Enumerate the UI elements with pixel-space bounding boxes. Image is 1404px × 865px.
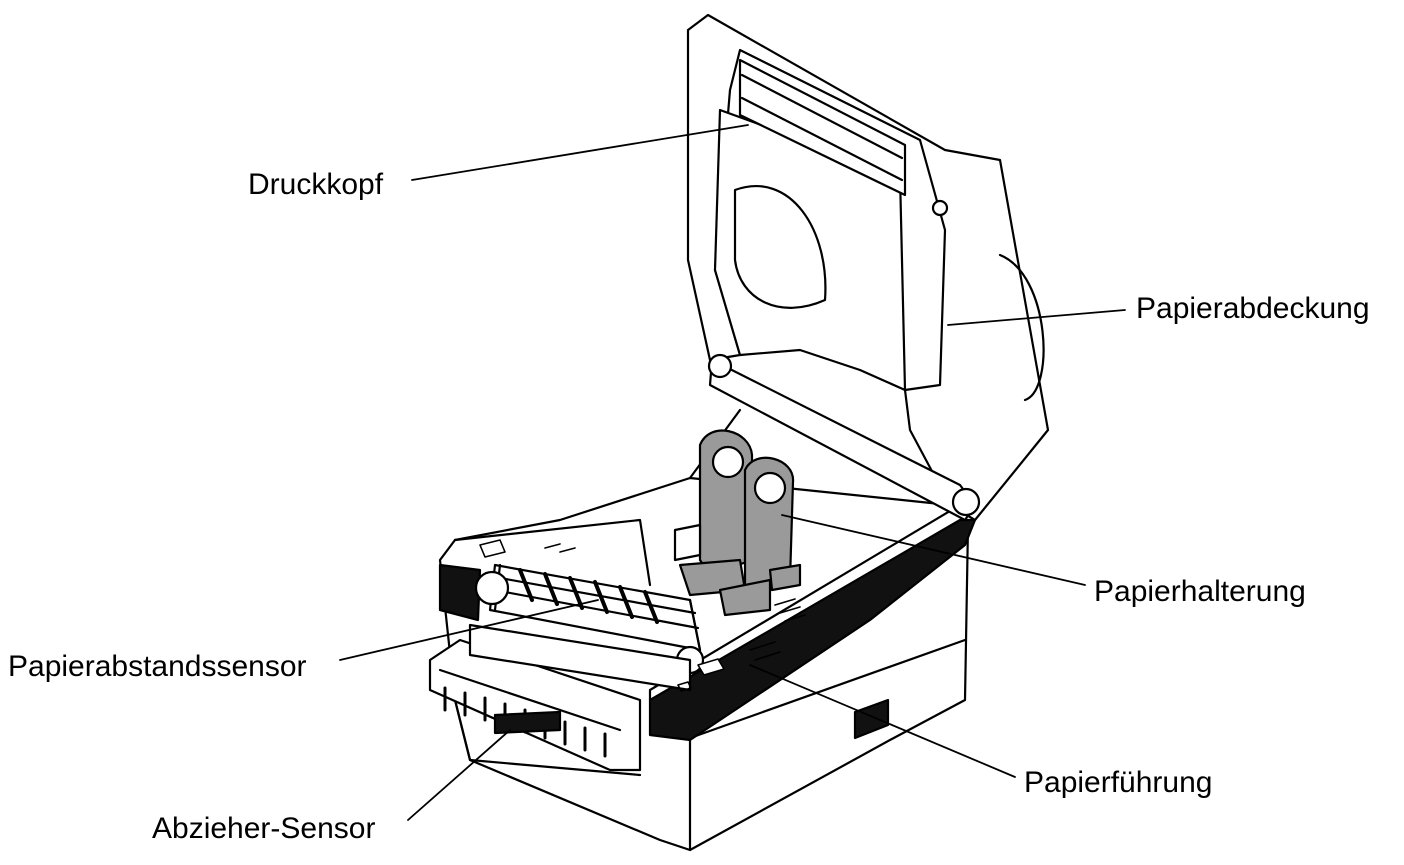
leader-druckkopf <box>411 124 749 181</box>
leader-abzieher-sensor <box>407 729 511 821</box>
leader-papierabdeckung <box>947 309 1126 326</box>
leader-papierfuehrung <box>749 664 1016 778</box>
papierabdeckung-cover <box>686 13 1050 522</box>
leader-lines <box>339 124 1126 821</box>
label-druckkopf: Druckkopf <box>248 168 384 201</box>
label-papierfuehrung: Papierführung <box>1024 766 1213 799</box>
label-abzieher-sensor: Abzieher-Sensor <box>152 812 376 845</box>
leader-papierhalterung <box>781 514 1086 586</box>
label-papierabstandssensor: Papierabstandssensor <box>8 650 307 683</box>
platen-roller <box>474 563 705 675</box>
label-papierabdeckung: Papierabdeckung <box>1136 292 1370 325</box>
deck-details <box>479 539 806 692</box>
leader-papierabstandssensor <box>339 599 599 661</box>
abzieher-front <box>428 623 692 772</box>
papierhalterung-holder <box>673 429 802 617</box>
label-papierhalterung: Papierhalterung <box>1094 575 1306 608</box>
